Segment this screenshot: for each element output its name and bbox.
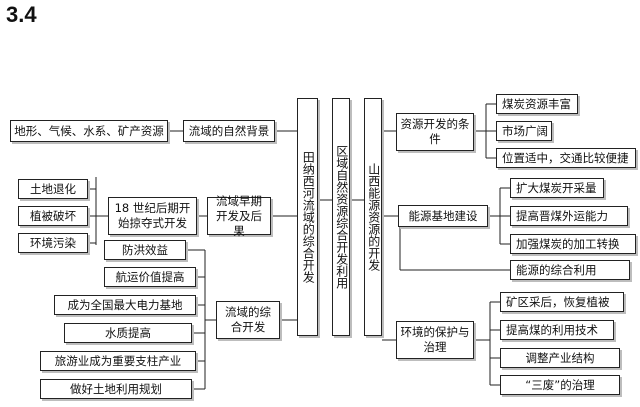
early-development-box: 流域早期开发及后果: [207, 194, 271, 238]
base-export-capacity: 提高晋煤外运能力: [510, 206, 628, 226]
tennessee-development-column: 田纳西河流域的综合开发: [297, 98, 318, 336]
env-industrial-structure: 调整产业结构: [500, 348, 620, 368]
shanxi-energy-column: 山西能源资源的开发: [364, 98, 382, 336]
section-heading: 3.4: [6, 2, 37, 27]
problem-pollution: 环境污染: [18, 233, 88, 253]
base-expand-mining: 扩大煤炭开采量: [510, 178, 604, 198]
condition-location: 位置适中，交通比较便捷: [496, 148, 636, 168]
regional-resources-column: 区域自然资源综合开发利用: [332, 98, 350, 336]
problem-vegetation-damage: 植被破坏: [18, 206, 88, 226]
problem-land-degradation: 土地退化: [18, 179, 88, 199]
measure-flood-control: 防洪效益: [104, 240, 186, 260]
environment-protection-box: 环境的保护与治理: [396, 321, 474, 359]
env-coal-technology: 提高煤的利用技术: [500, 320, 614, 340]
comprehensive-development-box: 流域的综合开发: [216, 301, 280, 339]
measure-navigation: 航运价值提高: [104, 267, 196, 287]
development-conditions-box: 资源开发的条件: [396, 113, 474, 151]
measure-land-planning: 做好土地利用规划: [40, 379, 192, 399]
measure-water-quality: 水质提高: [64, 323, 192, 343]
exploitative-development-box: 18 世纪后期开始掠夺式开发: [108, 197, 197, 235]
natural-factors-box: 地形、气候、水系、矿产资源: [10, 120, 168, 142]
natural-background-box: 流域的自然背景: [183, 120, 275, 142]
measure-power-base: 成为全国最大电力基地: [54, 295, 196, 315]
integrated-energy-use: 能源的综合利用: [510, 260, 630, 280]
condition-coal-rich: 煤炭资源丰富: [496, 94, 578, 114]
env-three-wastes: “三废”的治理: [500, 375, 620, 395]
condition-market: 市场广阔: [496, 121, 552, 141]
energy-base-box: 能源基地建设: [398, 205, 488, 227]
base-coal-processing: 加强煤炭的加工转换: [510, 234, 636, 254]
measure-tourism: 旅游业成为重要支柱产业: [40, 351, 196, 371]
env-restore-vegetation: 矿区采后，恢复植被: [500, 292, 624, 312]
